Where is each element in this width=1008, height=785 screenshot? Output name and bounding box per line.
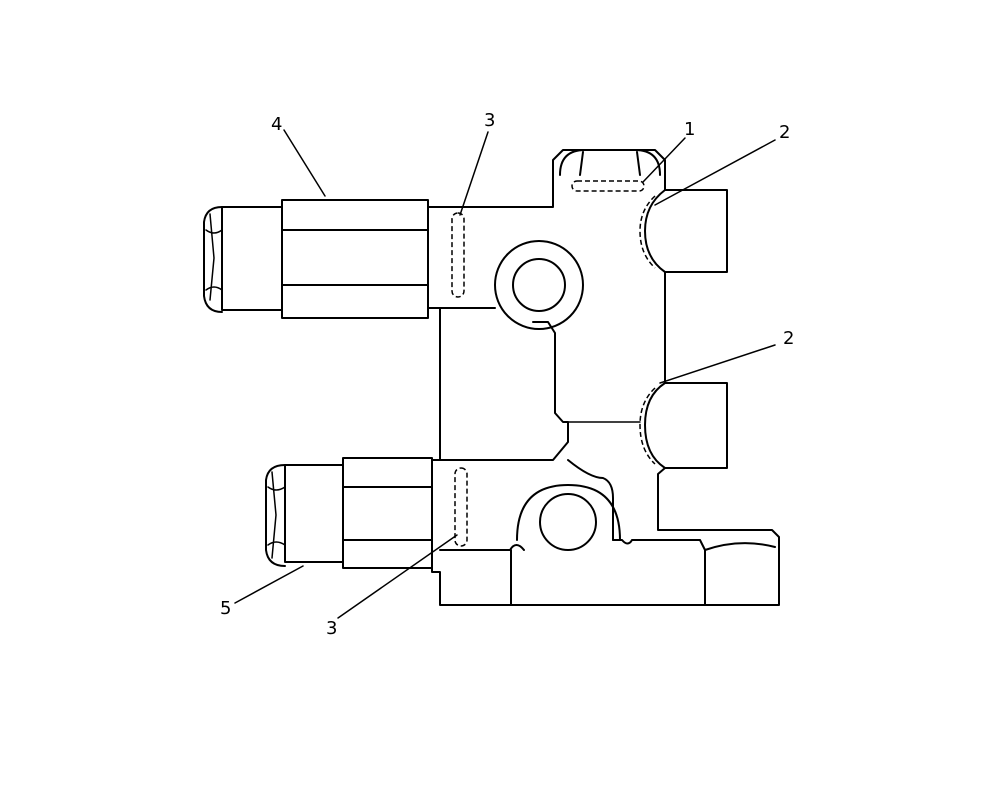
- lower-block-curve: [567, 459, 614, 541]
- lower-mount-boss: [516, 484, 621, 551]
- leader-5: [234, 565, 304, 604]
- upper-oring-hidden: [451, 212, 465, 298]
- upper-cartridge-nut: [281, 199, 429, 319]
- lower-mount-boss-outer: [516, 484, 621, 541]
- callouts: 1 2 2 3 3 4 5: [220, 110, 794, 639]
- leader-2-lower: [659, 344, 776, 384]
- base-plate-top: [439, 539, 776, 551]
- callout-3-lower: 3: [326, 618, 337, 639]
- upper-cartridge-cap: [203, 206, 223, 313]
- top-seal-hidden: [571, 180, 645, 192]
- upper-mount-boss: [494, 240, 584, 330]
- valve-body: [427, 149, 780, 606]
- upper-cartridge: [203, 199, 465, 319]
- lower-cartridge: [265, 457, 468, 569]
- callout-2-upper: 2: [779, 122, 790, 143]
- upper-cartridge-stem: [221, 206, 283, 311]
- upper-cartridge-cap-flats: [205, 213, 223, 301]
- upper-mount-boss-outer: [494, 240, 584, 330]
- callout-1: 1: [684, 119, 695, 140]
- callout-5: 5: [220, 598, 231, 619]
- valve-body-outline: [427, 149, 780, 606]
- right-port-lower-seal: [639, 387, 656, 465]
- leader-3-upper: [459, 131, 489, 216]
- right-port-upper: [639, 189, 666, 273]
- lower-cartridge-cap-flats: [267, 471, 286, 559]
- right-port-lower-curve: [644, 382, 666, 469]
- lower-oring-hidden: [454, 467, 468, 547]
- lower-mount-boss-hole: [539, 493, 597, 551]
- upper-cartridge-nut-flats: [281, 229, 429, 286]
- top-hex-plug-face: [579, 151, 641, 176]
- top-hex-plug: [559, 149, 661, 192]
- callout-2-lower: 2: [783, 328, 794, 349]
- right-port-lower: [639, 382, 666, 469]
- callout-4: 4: [271, 114, 282, 135]
- leader-4: [283, 129, 326, 197]
- lower-cartridge-stem: [284, 464, 344, 563]
- right-port-upper-seal: [639, 195, 656, 269]
- callout-3-upper: 3: [484, 110, 495, 131]
- leader-3-lower: [337, 534, 458, 619]
- upper-mount-boss-hole: [512, 258, 566, 312]
- leader-2-upper: [654, 139, 776, 206]
- top-hex-plug-head: [559, 149, 661, 176]
- leader-lines: [234, 129, 776, 619]
- lower-cartridge-cap: [265, 464, 286, 567]
- right-port-upper-curve: [644, 189, 666, 273]
- leader-1: [642, 137, 686, 183]
- lower-cartridge-nut-flats: [342, 486, 433, 541]
- lower-cartridge-nut: [342, 457, 433, 569]
